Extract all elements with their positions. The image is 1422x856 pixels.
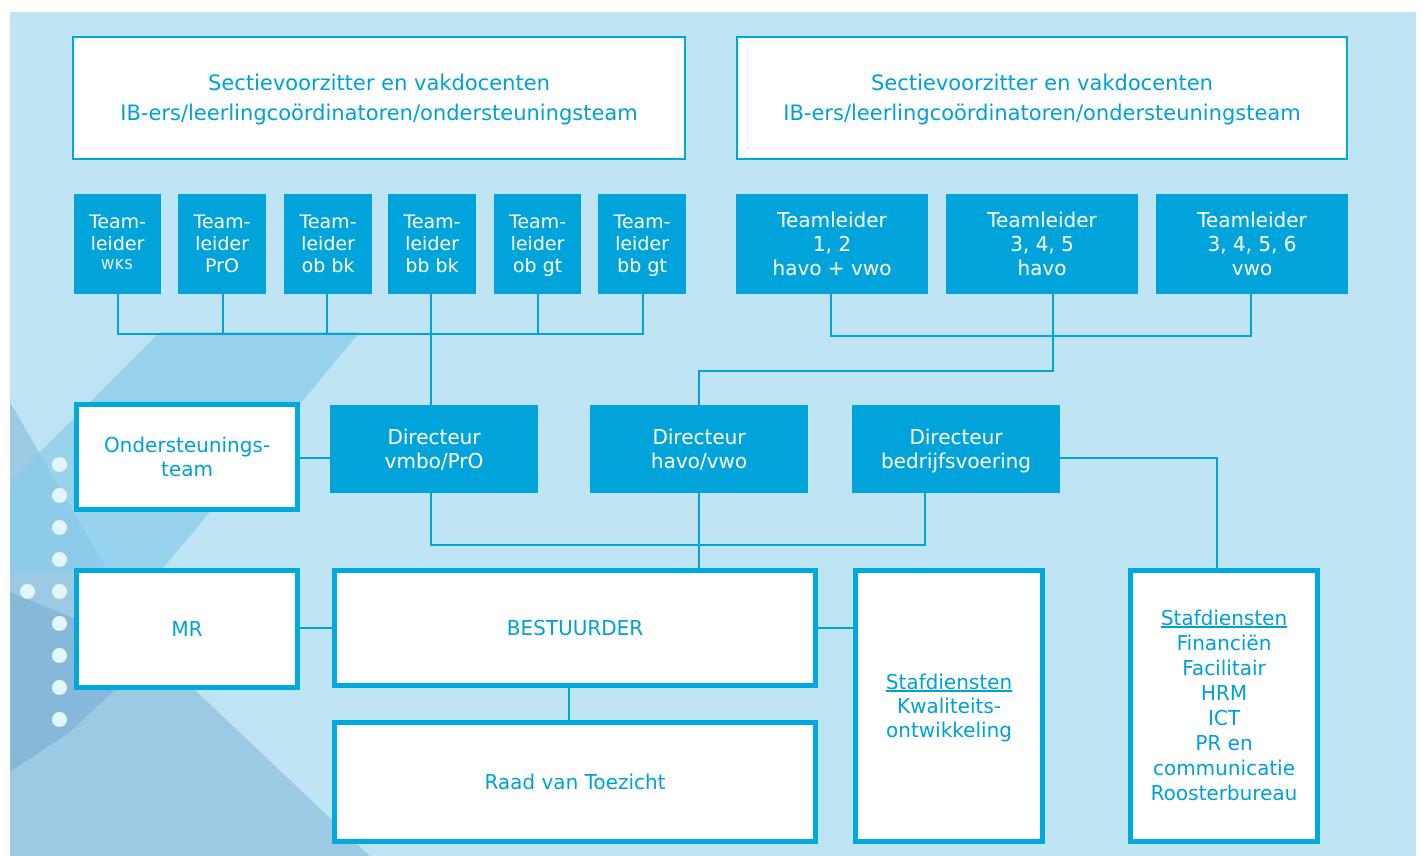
stafdiensten-item-pr-en: PR en bbox=[1195, 731, 1253, 755]
directeur-vmbo-l2: vmbo/PrO bbox=[384, 449, 484, 473]
teamleader-wks-l3: WKS bbox=[101, 258, 134, 273]
directeur-havo-l1: Directeur bbox=[652, 425, 746, 449]
stafdiensten-right-box: Stafdiensten Financiën Facilitair HRM IC… bbox=[1128, 568, 1320, 844]
stafdiensten-right-title: Stafdiensten bbox=[1160, 606, 1288, 630]
teamleader-bb-bk-l2: leider bbox=[405, 233, 459, 255]
top-box-left-line1: Sectievoorzitter en vakdocenten bbox=[208, 71, 550, 95]
stafdiensten-kwaliteit-title: Stafdiensten bbox=[885, 670, 1013, 694]
directeur-bedrijfsvoering-l1: Directeur bbox=[909, 425, 1003, 449]
stafdiensten-item-roosterbureau: Roosterbureau bbox=[1150, 781, 1298, 805]
teamleader-wks: Team- leider WKS bbox=[74, 194, 161, 294]
bestuurder-box: BESTUURDER bbox=[332, 568, 818, 688]
teamleader-12-l1: Teamleider bbox=[777, 208, 887, 232]
ondersteuningsteam-l1: Ondersteunings- bbox=[103, 433, 271, 457]
green-arrow-icon bbox=[210, 12, 350, 26]
teamleader-ob-bk-l1: Team- bbox=[299, 211, 357, 233]
top-box-left: Sectievoorzitter en vakdocenten IB-ers/l… bbox=[72, 36, 686, 160]
teamleader-ob-gt-l3: ob gt bbox=[512, 255, 563, 277]
ondersteuningsteam-box: Ondersteunings- team bbox=[74, 402, 300, 512]
stafdiensten-item-financien: Financiën bbox=[1176, 631, 1272, 655]
teamleader-bb-gt: Team- leider bb gt bbox=[598, 194, 686, 294]
top-box-right-line2: IB-ers/leerlingcoördinatoren/ondersteuni… bbox=[783, 101, 1301, 125]
teamleader-bb-bk-l1: Team- bbox=[403, 211, 461, 233]
teamleader-ob-bk-l3: ob bk bbox=[301, 255, 355, 277]
top-box-right-line1: Sectievoorzitter en vakdocenten bbox=[871, 71, 1213, 95]
top-box-left-line2: IB-ers/leerlingcoördinatoren/ondersteuni… bbox=[120, 101, 638, 125]
mr-label: MR bbox=[171, 617, 203, 641]
teamleader-ob-bk-l2: leider bbox=[301, 233, 355, 255]
org-chart-canvas: Sectievoorzitter en vakdocenten IB-ers/l… bbox=[10, 12, 1416, 856]
stafdiensten-kwaliteit-l2: ontwikkeling bbox=[886, 718, 1012, 742]
teamleader-bb-bk-l3: bb bk bbox=[405, 255, 459, 277]
ondersteuningsteam-l2: team bbox=[161, 457, 213, 481]
teamleader-pro-l1: Team- bbox=[193, 211, 251, 233]
teamleader-pro-l2: leider bbox=[195, 233, 249, 255]
teamleader-ob-gt: Team- leider ob gt bbox=[494, 194, 581, 294]
teamleader-ob-gt-l2: leider bbox=[510, 233, 565, 255]
directeur-bedrijfsvoering-l2: bedrijfsvoering bbox=[880, 449, 1032, 473]
mr-box: MR bbox=[74, 568, 300, 690]
teamleader-bb-gt-l1: Team- bbox=[613, 211, 671, 233]
stafdiensten-item-hrm: HRM bbox=[1200, 681, 1248, 705]
stafdiensten-item-ict: ICT bbox=[1207, 706, 1241, 730]
teamleader-bb-gt-l3: bb gt bbox=[617, 255, 667, 277]
stafdiensten-item-facilitair: Facilitair bbox=[1182, 656, 1266, 680]
teamleader-3456-l3: vwo bbox=[1231, 256, 1273, 280]
directeur-havo-vwo: Directeur havo/vwo bbox=[590, 405, 808, 493]
teamleader-wks-l2: leider bbox=[90, 233, 145, 255]
teamleader-ob-bk: Team- leider ob bk bbox=[284, 194, 372, 294]
stafdiensten-kwaliteit-l1: Kwaliteits- bbox=[896, 694, 1002, 718]
teamleader-bb-gt-l2: leider bbox=[615, 233, 669, 255]
directeur-vmbo-l1: Directeur bbox=[387, 425, 481, 449]
bestuurder-label: BESTUURDER bbox=[506, 616, 644, 640]
teamleader-345-havo: Teamleider 3, 4, 5 havo bbox=[946, 194, 1138, 294]
teamleader-345-l3: havo bbox=[1017, 256, 1067, 280]
teamleader-ob-gt-l1: Team- bbox=[508, 211, 567, 233]
teamleader-wks-l1: Team- bbox=[88, 211, 147, 233]
teamleader-12-l3: havo + vwo bbox=[772, 256, 892, 280]
directeur-vmbo-pro: Directeur vmbo/PrO bbox=[330, 405, 538, 493]
teamleader-12-havo-vwo: Teamleider 1, 2 havo + vwo bbox=[736, 194, 928, 294]
teamleader-12-l2: 1, 2 bbox=[812, 232, 852, 256]
directeur-bedrijfsvoering: Directeur bedrijfsvoering bbox=[852, 405, 1060, 493]
directeur-havo-l2: havo/vwo bbox=[650, 449, 748, 473]
teamleader-3456-l1: Teamleider bbox=[1197, 208, 1307, 232]
raad-van-toezicht-label: Raad van Toezicht bbox=[484, 770, 666, 794]
stafdiensten-kwaliteit-box: Stafdiensten Kwaliteits- ontwikkeling bbox=[853, 568, 1045, 844]
teamleader-bb-bk: Team- leider bb bk bbox=[388, 194, 476, 294]
teamleader-3456-vwo: Teamleider 3, 4, 5, 6 vwo bbox=[1156, 194, 1348, 294]
teamleader-3456-l2: 3, 4, 5, 6 bbox=[1207, 232, 1297, 256]
teamleader-345-l1: Teamleider bbox=[987, 208, 1097, 232]
teamleader-pro: Team- leider PrO bbox=[178, 194, 266, 294]
teamleader-pro-l3: PrO bbox=[205, 255, 239, 277]
raad-van-toezicht-box: Raad van Toezicht bbox=[332, 720, 818, 844]
teamleader-345-l2: 3, 4, 5 bbox=[1010, 232, 1074, 256]
top-box-right: Sectievoorzitter en vakdocenten IB-ers/l… bbox=[736, 36, 1348, 160]
stafdiensten-item-communicatie: communicatie bbox=[1152, 756, 1296, 780]
